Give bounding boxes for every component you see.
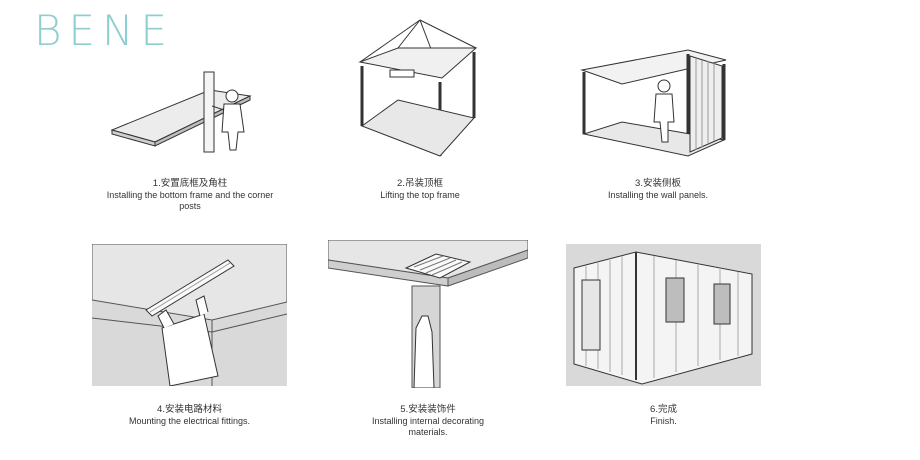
step-3-title-en: Installing the wall panels.: [607, 189, 709, 200]
step-1-illustration: [100, 60, 280, 170]
step-4-title-en: Mounting the electrical fittings.: [128, 415, 251, 426]
step-4-illustration: [92, 244, 287, 386]
step-1-title-cn: 1.安置底框及角柱: [152, 178, 228, 189]
step-2-title-cn: 2.吊装顶框: [397, 178, 443, 189]
step-6-title-en: Finish.: [650, 415, 677, 426]
step-2-caption: 2.吊装顶框 Lifting the top frame: [340, 178, 500, 201]
step-5-title-en: Installing internal decorating materials…: [371, 415, 485, 438]
step-5-caption: 5.安装装饰件 Installing internal decorating m…: [358, 404, 498, 439]
step-5-title-cn: 5.安装装饰件: [400, 404, 456, 415]
step-6-illustration: [566, 244, 761, 386]
step-6-caption: 6.完成 Finish.: [566, 404, 761, 427]
step-4-caption: 4.安装电路材料 Mounting the electrical fitting…: [92, 404, 287, 427]
step-5-illustration: [328, 240, 528, 388]
brand-logo: BENE: [34, 6, 174, 55]
step-4-title-cn: 4.安装电路材料: [157, 404, 222, 415]
step-2-title-en: Lifting the top frame: [380, 189, 460, 200]
step-2-illustration: [350, 18, 490, 168]
step-1-title-en: Installing the bottom frame and the corn…: [106, 189, 274, 212]
step-3-title-cn: 3.安装侧板: [635, 178, 681, 189]
step-3-illustration: [578, 44, 738, 162]
step-3-caption: 3.安装侧板 Installing the wall panels.: [578, 178, 738, 201]
step-6-title-cn: 6.完成: [650, 404, 677, 415]
step-1-caption: 1.安置底框及角柱 Installing the bottom frame an…: [100, 178, 280, 213]
